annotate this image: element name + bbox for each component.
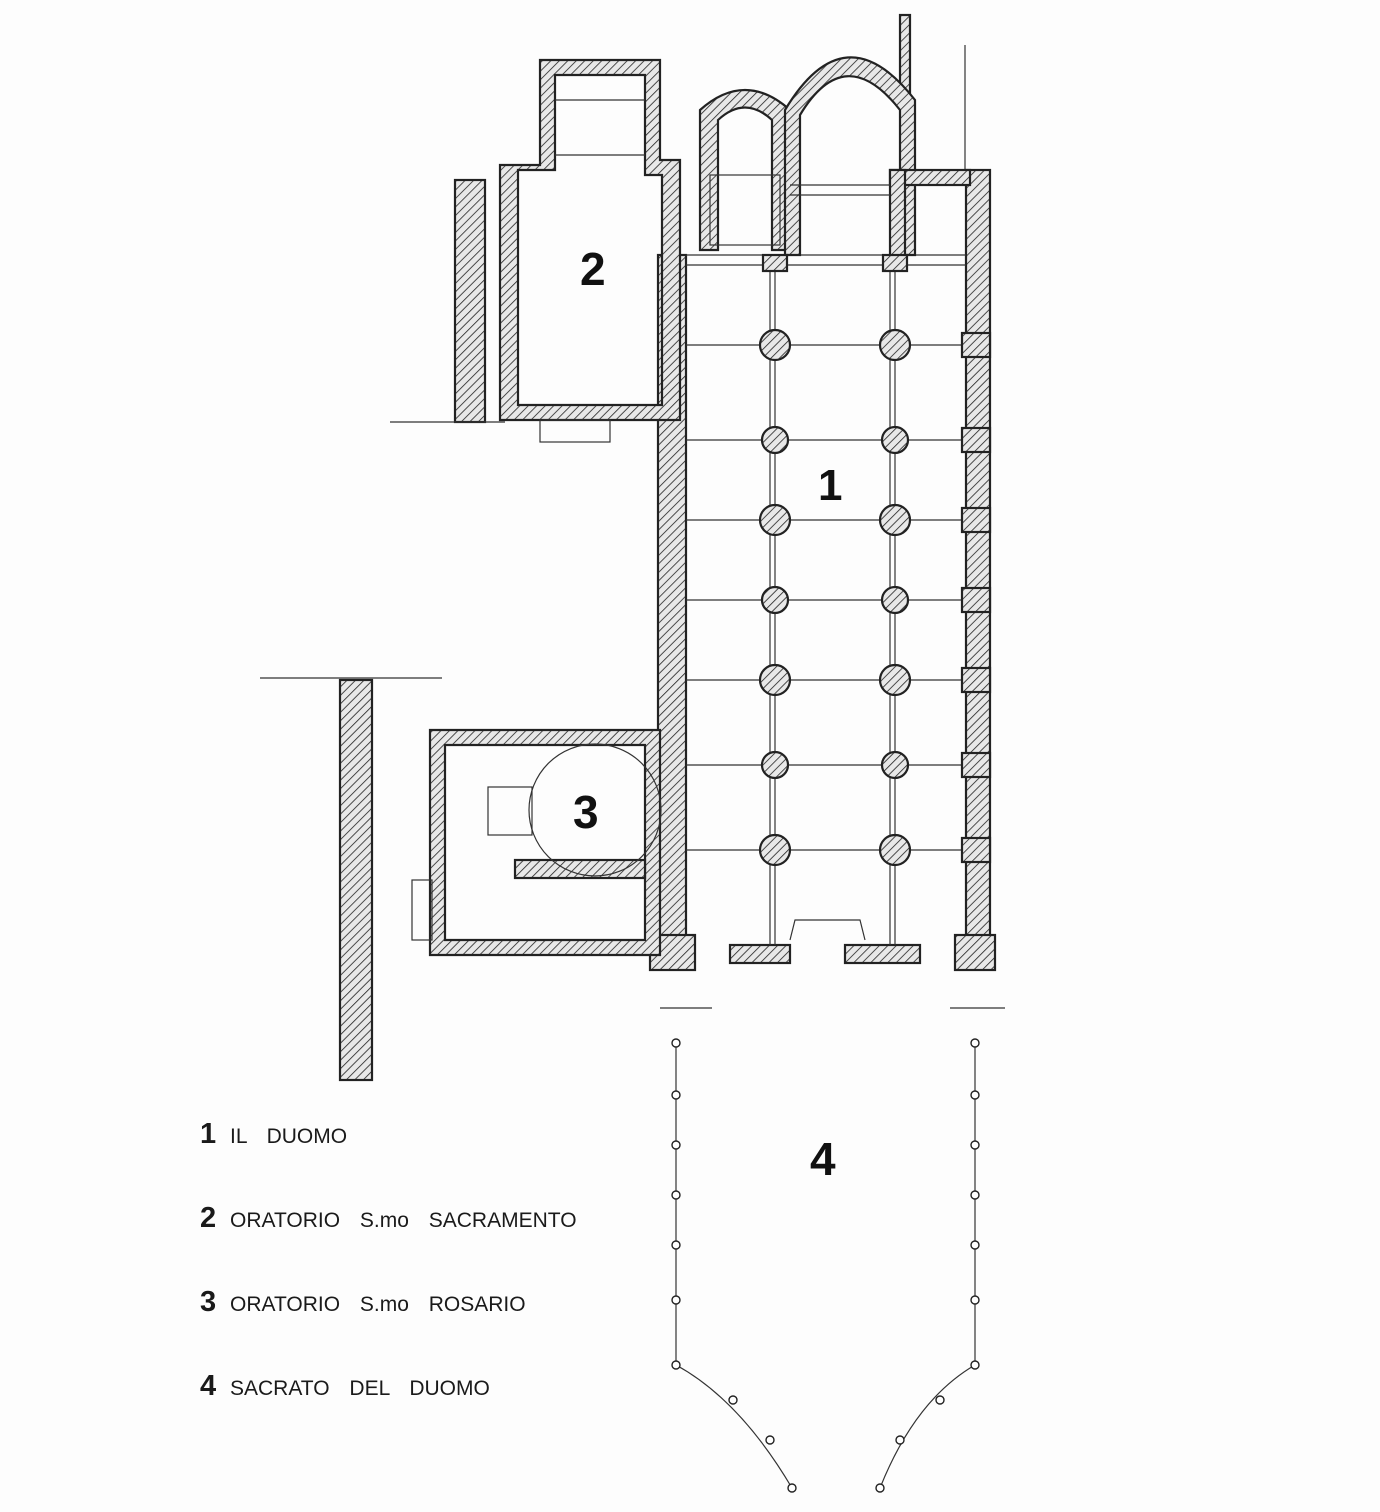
legend-number: 1	[200, 1118, 217, 1150]
bollard	[671, 1240, 681, 1250]
legend-item: 3 ORATORIO S.mo ROSARIO	[200, 1286, 577, 1370]
duomo-plan	[648, 56, 997, 972]
bollard	[875, 1483, 885, 1493]
bollard	[935, 1395, 945, 1405]
pilaster	[960, 751, 992, 779]
pier	[761, 253, 789, 273]
bollard	[970, 1295, 980, 1305]
pilaster	[960, 331, 992, 359]
bollard	[671, 1090, 681, 1100]
legend-item: 2 ORATORIO S.mo SACRAMENTO	[200, 1202, 577, 1286]
oratorio-sacramento-plan	[498, 58, 682, 443]
bollard	[671, 1295, 681, 1305]
legend-number: 4	[200, 1370, 217, 1402]
legend-number: 3	[200, 1286, 217, 1318]
site-context	[260, 13, 966, 1082]
label-sacrato: 4	[810, 1133, 836, 1185]
legend: 1 IL DUOMO 2 ORATORIO S.mo SACRAMENTO 3 …	[200, 1118, 577, 1454]
label-oratorio-rosario: 3	[573, 786, 599, 838]
column	[880, 585, 910, 615]
bollard	[728, 1395, 738, 1405]
legend-text: ORATORIO S.mo SACRAMENTO	[230, 1209, 577, 1232]
column	[758, 833, 792, 867]
pier	[881, 253, 909, 273]
column	[758, 328, 792, 362]
bollard	[970, 1360, 980, 1370]
column	[878, 328, 912, 362]
label-oratorio-sacramento: 2	[580, 243, 606, 295]
column	[880, 425, 910, 455]
bollard	[970, 1090, 980, 1100]
bollard	[787, 1483, 797, 1493]
bollard	[970, 1038, 980, 1048]
column	[760, 585, 790, 615]
bollard	[970, 1190, 980, 1200]
column	[758, 663, 792, 697]
column	[878, 663, 912, 697]
pilaster	[960, 506, 992, 534]
column	[760, 750, 790, 780]
bollard	[671, 1360, 681, 1370]
pilaster	[960, 426, 992, 454]
legend-text: IL DUOMO	[230, 1125, 348, 1148]
column	[878, 503, 912, 537]
sacrato-plan	[660, 1007, 1005, 1493]
bollard	[671, 1038, 681, 1048]
legend-number: 2	[200, 1202, 217, 1234]
bollard	[671, 1190, 681, 1200]
legend-text: ORATORIO S.mo ROSARIO	[230, 1293, 526, 1316]
bollard	[895, 1435, 905, 1445]
bollard	[765, 1435, 775, 1445]
label-duomo: 1	[818, 461, 842, 510]
column	[758, 503, 792, 537]
bollard	[970, 1140, 980, 1150]
pilaster	[960, 836, 992, 864]
bollard	[970, 1240, 980, 1250]
pilaster	[960, 586, 992, 614]
oratorio-rosario-plan	[411, 728, 662, 957]
legend-item: 4 SACRATO DEL DUOMO	[200, 1370, 577, 1454]
legend-text: SACRATO DEL DUOMO	[230, 1377, 490, 1400]
column	[878, 833, 912, 867]
column	[880, 750, 910, 780]
column	[760, 425, 790, 455]
bollard	[671, 1140, 681, 1150]
pilaster	[960, 666, 992, 694]
legend-item: 1 IL DUOMO	[200, 1118, 577, 1202]
